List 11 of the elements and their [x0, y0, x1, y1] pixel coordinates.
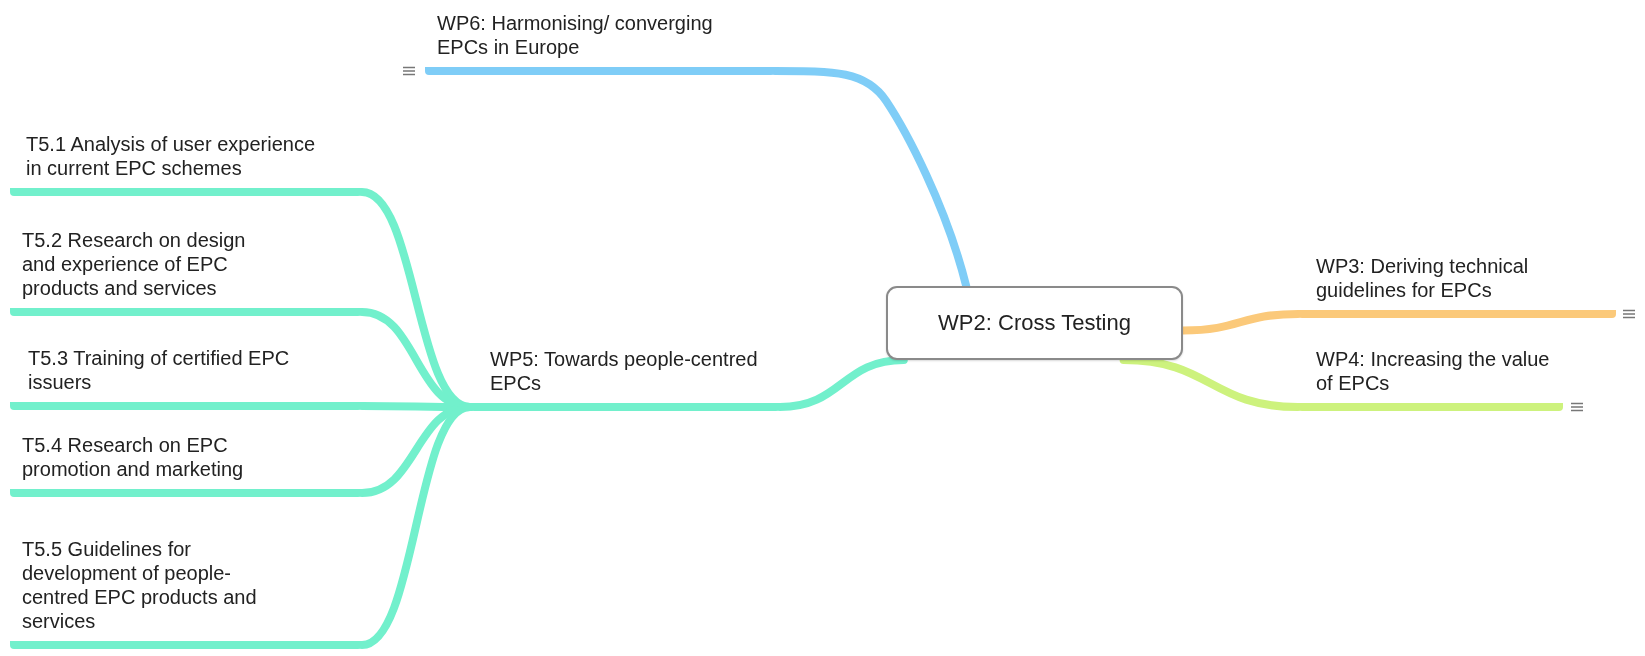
- branch-topic: WP3: Deriving technical guidelines for EPCs: [1298, 254, 1616, 318]
- branch-topic: T5.2 Research on design and experience of EPC products and services: [10, 228, 362, 316]
- branch-topic: WP4: Increasing the value of EPCs: [1298, 347, 1563, 411]
- branch-topic: WP5: Towards people-centred EPCs: [470, 347, 780, 411]
- branch-connector: [776, 356, 908, 411]
- branch-topic: T5.5 Guidelines for development of people-centred EPC products and services: [10, 537, 362, 649]
- branch-topic: WP6: Harmonising/ converging EPCs in Europe: [425, 11, 775, 75]
- branch-topic: T5.1 Analysis of user experience in current EPC schemes: [10, 132, 362, 196]
- branch-topic: T5.3 Training of certified EPC issuers: [10, 346, 362, 410]
- central-topic-box: WP2: Cross Testing: [886, 286, 1183, 360]
- branch-topic: T5.4 Research on EPC promotion and marketing: [10, 433, 362, 497]
